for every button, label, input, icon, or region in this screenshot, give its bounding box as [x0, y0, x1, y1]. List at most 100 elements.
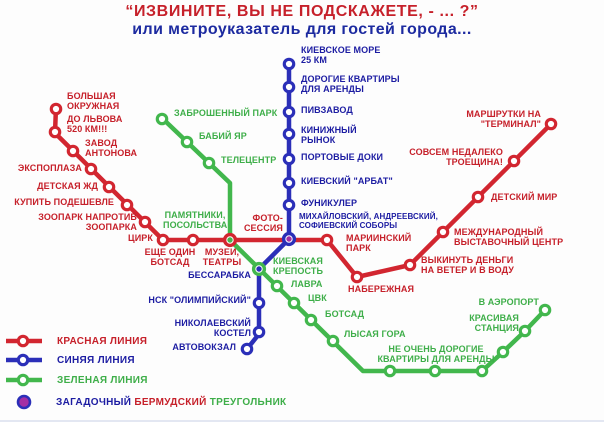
label-troeschina: СОВСЕМ НЕДАЛЕКО ТРОЕЩИНА!: [409, 147, 503, 167]
label-detskaya-zhd: ДЕТСКАЯ ЖД: [37, 181, 98, 191]
station-green-south-3: [496, 345, 510, 359]
station-nsk-olimpiysky: [252, 296, 266, 310]
label-mariinsky-park: МАРИИНСКИЙ ПАРК: [346, 233, 412, 253]
label-lavra: ЛАВРА: [291, 279, 323, 289]
station-bolshaya-okruzhnaya: [49, 102, 63, 116]
label-detsky-mir: ДЕТСКИЙ МИР: [491, 192, 558, 202]
label-zabroshenny-park: ЗАБРОШЕННЫЙ ПАРК: [174, 108, 278, 118]
green-stations: [155, 112, 552, 378]
blue-stations: [240, 57, 296, 356]
label-ekspoplaza: ЭКСПОПЛАЗА: [17, 163, 82, 173]
legend-bermuda-word-1: ЗАГАДОЧНЫЙ: [56, 397, 132, 408]
station-kievsky-arbat: [282, 176, 296, 190]
station-marshrutki: [544, 117, 558, 131]
label-avtovokzal: АВТОВОКЗАЛ: [172, 342, 236, 352]
label-lysaya-gora: ЛЫСАЯ ГОРА: [344, 329, 406, 339]
legend-bermuda-word-2: БЕРМУДСКИЙ: [134, 397, 207, 408]
legend-bermuda-word-3: ТРЕУГОЛЬНИК: [209, 397, 287, 408]
label-foto-sessiya: ФОТО- СЕССИЯ: [243, 213, 283, 233]
bottom-edge-divider: [0, 420, 604, 422]
legend-bermuda-label: ЗАГАДОЧНЫЙ БЕРМУДСКИЙ ТРЕУГОЛЬНИК: [56, 397, 286, 408]
station-lavra: [270, 279, 284, 293]
station-green-south-1: [383, 364, 397, 378]
blue-line: [245, 62, 292, 351]
label-pivzavod: ПИВЗАВОД: [301, 105, 353, 115]
station-troeschina: [507, 154, 521, 168]
station-v-aeroport: [538, 303, 552, 317]
station-detskaya-zhd: [102, 180, 116, 194]
label-mezhdunarodny: МЕЖДУНАРОДНЫЙ ВЫСТАВОЧНЫЙ ЦЕНТР: [454, 227, 564, 247]
station-green-south-2: [475, 364, 489, 378]
label-tsirk: ЦИРК: [128, 233, 153, 243]
label-nedorogie-kvartiry: НЕ ОЧЕНЬ ДОРОГИЕ КВАРТИРЫ ДЛЯ АРЕНДЫ: [377, 344, 495, 364]
station-mariinsky-park: [320, 233, 334, 247]
station-lysaya-gora: [326, 334, 340, 348]
station-babiy-yar: [180, 135, 194, 149]
transfer-foto-sessiya-core: [286, 236, 292, 242]
label-nsk-olimpiysky: НСК "ОЛИМПИЙСКИЙ": [148, 295, 251, 305]
label-esche-odin-botsad: ЕЩЕ ОДИН БОТСАД: [144, 247, 196, 267]
label-tsvk: ЦВК: [308, 293, 327, 303]
station-detsky-mir: [471, 190, 485, 204]
station-ekspoplaza: [84, 162, 98, 176]
label-pamyatniki: ПАМЯТНИКИ, ПОСОЛЬСТВА: [163, 210, 228, 230]
legend-red-label: КРАСНАЯ ЛИНИЯ: [57, 336, 148, 347]
label-kievskaya-krepost: КИЕВСКАЯ КРЕПОСТЬ: [273, 256, 324, 276]
map-subtitle: или метроуказатель для гостей города...: [132, 21, 472, 38]
label-nikolaevsky-kostel: НИКОЛАЕВСКИЙ КОСТЕЛ: [174, 318, 251, 338]
station-kupit-podeshevle: [120, 198, 134, 212]
station-do-lvova: [48, 125, 62, 139]
station-teletsentr: [202, 156, 216, 170]
station-zoopark: [138, 215, 152, 229]
legend-samples: [6, 334, 42, 410]
label-teletsentr: ТЕЛЕЦЕНТР: [221, 155, 277, 165]
label-vykinut-dengi: ВЫКИНУТЬ ДЕНЬГИ НА ВЕТЕР И В ВОДУ: [421, 255, 514, 275]
station-vykinut-dengi: [403, 258, 417, 272]
station-nedorogie-kvartiry: [428, 364, 442, 378]
station-mezhdunarodny: [436, 225, 450, 239]
legend-blue-station-sample: [16, 353, 30, 367]
label-botsad: БОТСАД: [325, 309, 365, 319]
station-naberezhnaya: [350, 270, 364, 284]
label-krasivaya-stantsiya: КРАСИВАЯ СТАНЦИЯ: [469, 313, 519, 333]
station-funikuler: [282, 198, 296, 212]
station-nikolaevsky-kostel: [252, 325, 266, 339]
label-bolshaya-okruzhnaya: БОЛЬШАЯ ОКРУЖНАЯ: [67, 91, 120, 111]
label-bessarabka: БЕССАРАБКА: [188, 270, 251, 280]
station-zavod-antonova: [66, 144, 80, 158]
station-tsvk: [287, 296, 301, 310]
label-do-lvova: ДО ЛЬВОВА 520 КМ!!!: [67, 114, 123, 134]
transfer-bessarabka-core: [256, 266, 262, 272]
label-sobory: МИХАЙЛОВСКИЙ, АНДРЕЕВСКИЙ, СОФИЕВСКИЙ СО…: [299, 212, 438, 230]
label-babiy-yar: БАБИЙ ЯР: [199, 131, 247, 141]
station-zabroshenny-park: [155, 112, 169, 126]
label-v-aeroport: В АЭРОПОРТ: [478, 297, 539, 307]
label-funikuler: ФУНИКУЛЕР: [301, 198, 358, 208]
label-naberezhnaya: НАБЕРЕЖНАЯ: [348, 284, 415, 294]
legend-bermuda-sample: [16, 394, 32, 410]
label-kupit-podeshevle: КУПИТЬ ПОДЕШЕВЛЕ: [14, 197, 114, 207]
legend-green-station-sample: [16, 373, 30, 387]
station-tsirk: [156, 233, 170, 247]
station-portovye-doki: [282, 152, 296, 166]
station-esche-odin-botsad: [186, 233, 200, 247]
transfer-muzei-teatry-core: [227, 237, 233, 243]
station-kievskoe-more: [282, 57, 296, 71]
label-portovye-doki: ПОРТОВЫЕ ДОКИ: [301, 152, 384, 162]
legend-blue-label: СИНЯЯ ЛИНИЯ: [57, 355, 135, 366]
legend-green-label: ЗЕЛЕНАЯ ЛИНИЯ: [57, 375, 148, 386]
label-dorogie-kvartiry: ДОРОГИЕ КВАРТИРЫ ДЛЯ АРЕНДЫ: [301, 74, 400, 94]
legend-red-station-sample: [16, 334, 30, 348]
label-zoopark: ЗООПАРК НАПРОТИВ ЗООПАРКА: [38, 212, 137, 232]
station-dorogie-kvartiry: [282, 80, 296, 94]
label-kievskoe-more: КИЕВСКОЕ МОРЕ 25 КМ: [301, 45, 381, 65]
label-kievsky-arbat: КИЕВСКИЙ "АРБАТ": [301, 176, 393, 186]
label-kinizhny-rynok: КИНИЖНЫЙ РЫНОК: [301, 125, 357, 145]
station-krasivaya-stantsiya: [518, 324, 532, 338]
station-avtovokzal: [240, 342, 254, 356]
label-muzei-teatry: МУЗЕИ, ТЕАТРЫ: [202, 247, 242, 267]
transfer-stations: [222, 231, 297, 277]
label-zavod-antonova: ЗАВОД АНТОНОВА: [85, 138, 138, 158]
